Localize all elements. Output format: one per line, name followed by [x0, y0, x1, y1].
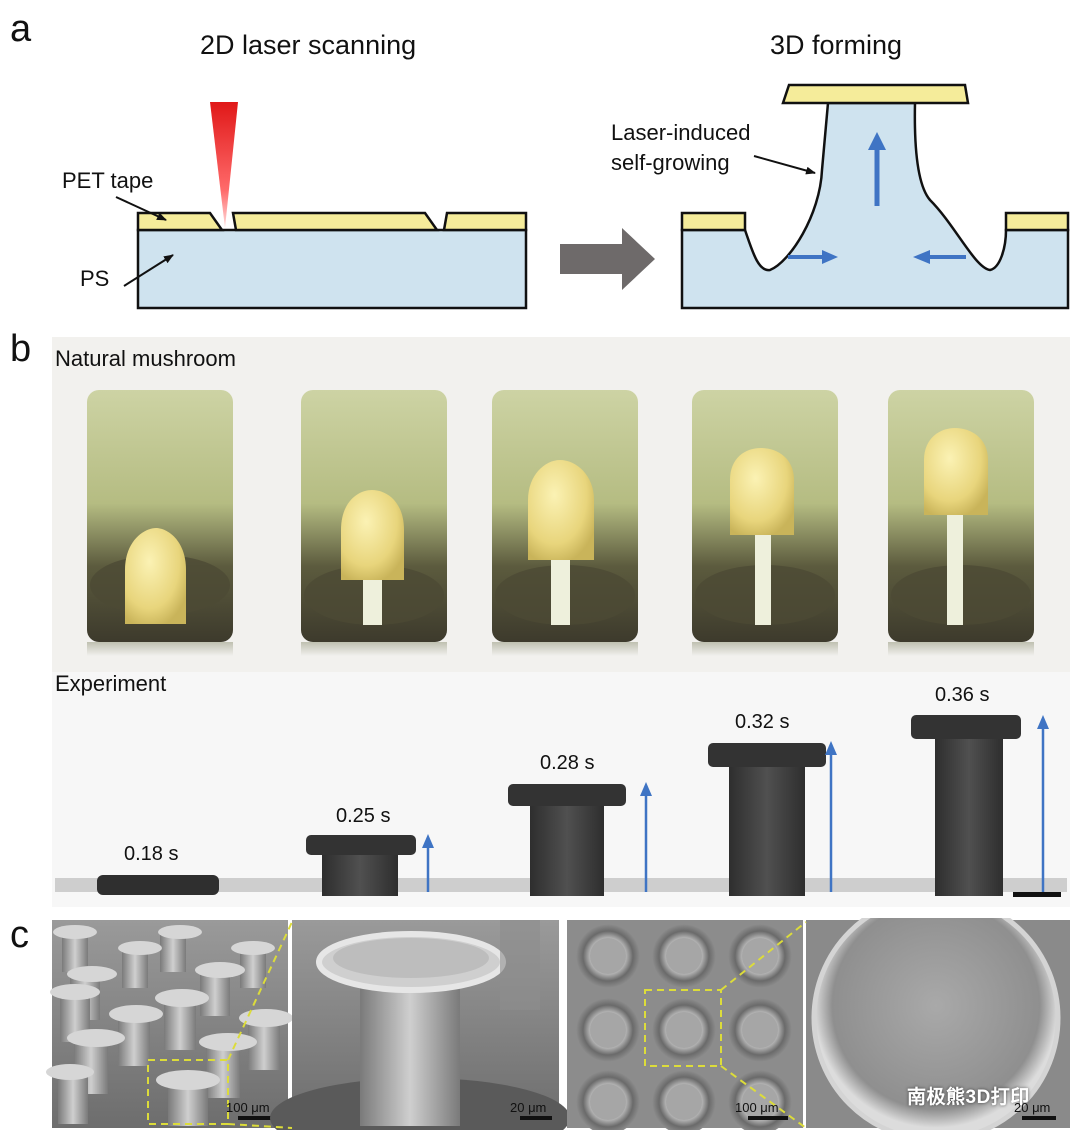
- pet-tape-label: PET tape: [62, 168, 154, 193]
- pet-tape-cap: [781, 83, 970, 105]
- laser-beam: [210, 102, 238, 228]
- experiment-pillar-1: [97, 875, 219, 895]
- sem-pillar-zoom-image: [270, 920, 570, 1130]
- growth-arrow-5-icon: [1037, 715, 1049, 729]
- sem-image-row: [46, 918, 1070, 1130]
- sem-4-scale-label: 20 μm: [1014, 1100, 1051, 1115]
- sem-3-scale-bar: [748, 1116, 788, 1120]
- panel-a-left-title: 2D laser scanning: [200, 30, 417, 60]
- pet-tape-middle: [231, 211, 440, 232]
- mushroom-photo-strip: [87, 390, 1034, 656]
- natural-mushroom-label: Natural mushroom: [55, 346, 236, 371]
- experiment-label: Experiment: [55, 671, 167, 696]
- experiment-pillar-2: [306, 835, 416, 896]
- sem-top-view-array-image: [567, 920, 803, 1130]
- growth-arrow-3-icon: [640, 782, 652, 796]
- watermark: 南极熊3D打印: [907, 1087, 1030, 1108]
- time-label-5: 0.36 s: [935, 684, 990, 706]
- panel-a-schematic: [115, 83, 1070, 310]
- sem-4-scale-bar: [1022, 1116, 1056, 1120]
- experiment-pillar-3: [508, 784, 626, 896]
- experiment-scale-bar: [1013, 892, 1061, 897]
- pet-tape-left: [136, 211, 225, 232]
- time-label-2: 0.25 s: [336, 805, 391, 827]
- pet-tape-right-right: [1004, 211, 1070, 232]
- right-arrow-icon: [822, 250, 838, 264]
- sem-pillar-array-image: [46, 920, 293, 1128]
- self-growing-label-line2: self-growing: [611, 150, 730, 175]
- sem-disc-zoom-image: [806, 918, 1070, 1130]
- mushroom-photo-5: [888, 390, 1034, 656]
- sem-3-scale-label: 100 μm: [735, 1100, 779, 1115]
- experiment-pillar-4: [708, 743, 826, 896]
- panel-a-letter: a: [10, 8, 32, 50]
- sem-1-scale-bar: [238, 1116, 278, 1120]
- time-label-3: 0.28 s: [540, 752, 595, 774]
- up-arrow-icon: [868, 132, 886, 150]
- transition-arrow-icon: [560, 228, 655, 290]
- experiment-pillar-5: [911, 715, 1021, 896]
- ps-label: PS: [80, 266, 110, 291]
- pet-tape-right-left: [680, 211, 747, 232]
- pet-tape-right: [442, 211, 528, 232]
- sem-2-scale-bar: [520, 1116, 552, 1120]
- ps-substrate: [136, 228, 528, 310]
- time-label-4: 0.32 s: [735, 711, 790, 733]
- sem-1-scale-label: 100 μm: [226, 1100, 270, 1115]
- left-arrow-icon: [913, 250, 930, 264]
- self-growing-label-line1: Laser-induced: [611, 120, 751, 145]
- mushroom-photo-1: [87, 390, 233, 656]
- experiment-strip: [55, 715, 1067, 897]
- sem-2-scale-label: 20 μm: [510, 1100, 547, 1115]
- panel-b-letter: b: [10, 328, 32, 370]
- panel-c-letter: c: [10, 914, 29, 956]
- panel-a-right-title: 3D forming: [770, 30, 903, 60]
- growth-arrow-4-icon: [825, 741, 837, 755]
- growth-arrow-2-icon: [422, 834, 434, 848]
- mushroom-photo-2: [301, 390, 447, 656]
- mushroom-photo-4: [692, 390, 838, 656]
- mushroom-photo-3: [492, 390, 638, 656]
- time-label-1: 0.18 s: [124, 843, 179, 865]
